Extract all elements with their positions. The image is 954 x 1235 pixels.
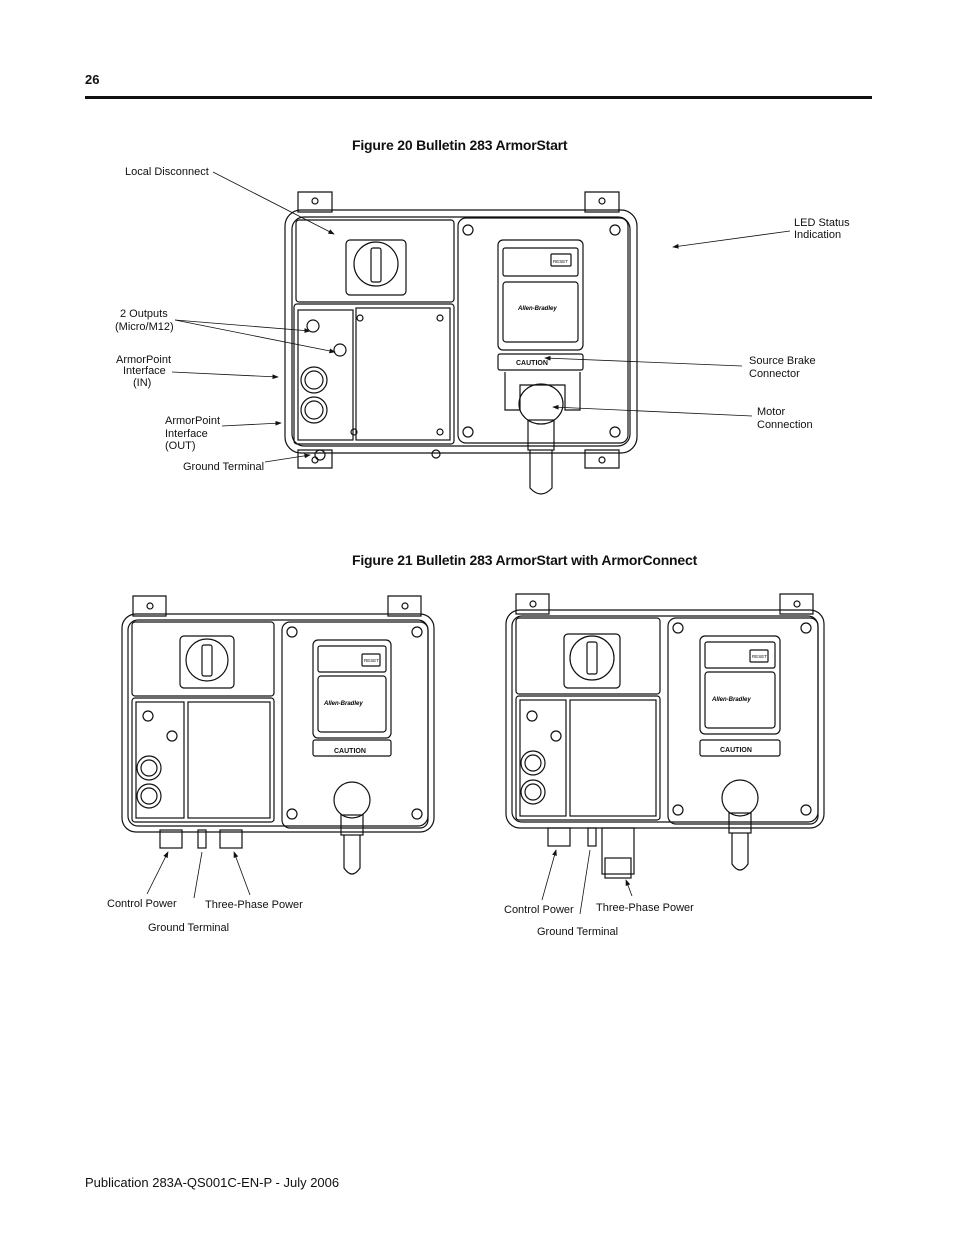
callout-motor-connection-line2: Connection <box>757 419 813 431</box>
callout-armorpoint-out-line2: Interface <box>165 428 208 440</box>
callout-ground-terminal: Ground Terminal <box>148 922 229 934</box>
callout-control-power: Control Power <box>107 898 177 910</box>
callout-ground-terminal: Ground Terminal <box>183 461 264 473</box>
figure-20-diagram: CAUTION RESET Allen-Bradley Local Discon… <box>115 166 850 495</box>
callout-ground-terminal: Ground Terminal <box>537 926 618 938</box>
callout-local-disconnect: Local Disconnect <box>125 166 209 178</box>
callout-led-status-line2: Indication <box>794 229 841 241</box>
callout-outputs-line1: 2 Outputs <box>120 308 168 320</box>
figure-21-title: Figure 21 Bulletin 283 ArmorStart with A… <box>352 552 698 568</box>
callout-control-power: Control Power <box>504 904 574 916</box>
callout-three-phase-power: Three-Phase Power <box>596 902 694 914</box>
figure-21-right-diagram: CAUTION RESET Allen-Bradley Control Powe… <box>504 593 825 938</box>
callout-source-brake-line2: Connector <box>749 368 800 380</box>
figure-21-left-diagram: CAUTION RESET Allen-Bradley Control Powe… <box>107 595 435 934</box>
callout-armorpoint-in-line2: Interface <box>123 365 166 377</box>
callout-led-status-line1: LED Status <box>794 217 850 229</box>
header-rule <box>85 96 872 99</box>
reset-button-label: RESET <box>553 259 568 264</box>
callout-outputs-line2: (Micro/M12) <box>115 321 174 333</box>
callout-armorpoint-out-line1: ArmorPoint <box>165 415 220 427</box>
reset-button-label: RESET <box>752 654 767 659</box>
callout-three-phase-power: Three-Phase Power <box>205 899 303 911</box>
callout-armorpoint-out-line3: (OUT) <box>165 440 196 452</box>
callout-source-brake-line1: Source Brake <box>749 355 816 367</box>
callout-armorpoint-in-line3: (IN) <box>133 377 151 389</box>
footer-publication: Publication 283A-QS001C-EN-P - July 2006 <box>85 1175 340 1190</box>
caution-plate: CAUTION <box>516 360 548 367</box>
caution-plate: CAUTION <box>334 748 366 755</box>
figure-20-title: Figure 20 Bulletin 283 ArmorStart <box>352 137 568 153</box>
callout-motor-connection-line1: Motor <box>757 406 785 418</box>
reset-button-label: RESET <box>364 658 379 663</box>
callout-armorpoint-in-line1: ArmorPoint <box>116 354 171 366</box>
brand-logo: Allen-Bradley <box>517 306 557 312</box>
brand-logo: Allen-Bradley <box>711 697 751 703</box>
page-number: 26 <box>85 72 100 87</box>
brand-logo: Allen-Bradley <box>323 701 363 707</box>
armorstart-enclosure <box>284 191 638 495</box>
caution-plate: CAUTION <box>720 747 752 754</box>
